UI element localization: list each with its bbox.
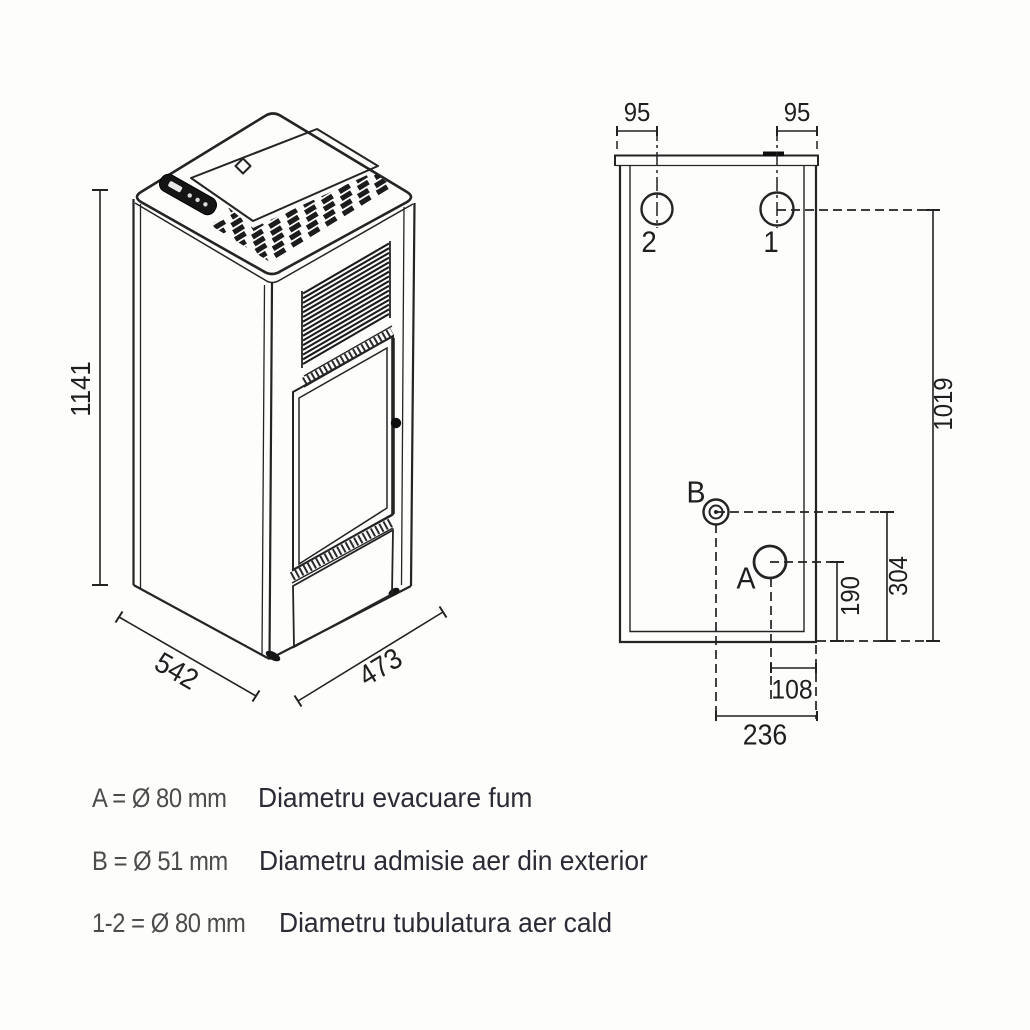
stove-right-edge	[409, 202, 416, 587]
stove-bottom-panel	[292, 528, 394, 649]
port-a-label: A	[736, 560, 756, 596]
iso-dimension-lines	[92, 189, 448, 708]
port-b-height-dimension-label: 304	[883, 556, 913, 596]
stove-front-seam	[261, 284, 266, 657]
stove-bottom-left-edge	[132, 584, 271, 660]
port-b-offset-dimension-label: 236	[742, 719, 788, 752]
port-2-label: 2	[641, 226, 657, 259]
port-a-height-dimension-label: 190	[835, 576, 865, 616]
legend-row-1-2: 1-2 = Ø 80 mm Diametru tubulatura aer ca…	[92, 907, 626, 939]
legend-symbol-b: B = Ø 51 mm	[92, 846, 228, 876]
rear-dimension-lines	[616, 126, 940, 721]
legend-description-1-2: Diametru tubulatura aer cald	[279, 907, 613, 938]
stove-top-bevel	[134, 202, 414, 284]
port-a-offset-dimension-label: 108	[771, 674, 813, 705]
iso-height-dimension-label: 1141	[65, 361, 96, 417]
stove-right-seam	[400, 206, 405, 586]
stove-front-corner-edge	[268, 282, 274, 660]
rear-offset-right-label: 95	[783, 97, 811, 127]
stove-top-hole	[234, 157, 252, 175]
legend-description-b: Diametru admisie aer din exterior	[259, 845, 649, 876]
stove-door	[292, 334, 402, 572]
side-air-grille	[301, 241, 391, 368]
top-louver-grille	[175, 80, 495, 276]
legend-row-a: A = Ø 80 mm Diametru evacuare fum	[92, 782, 544, 814]
port-1-label: 1	[763, 226, 779, 259]
port-b-label: B	[686, 474, 706, 510]
legend-symbol-1-2: 1-2 = Ø 80 mm	[92, 908, 246, 938]
stove-top-face	[135, 112, 413, 276]
iso-stove-drawing	[132, 80, 495, 662]
control-panel	[158, 173, 218, 216]
ports-height-dimension-label: 1019	[928, 377, 958, 431]
legend-symbol-a: A = Ø 80 mm	[92, 783, 227, 813]
legend-row-b: B = Ø 51 mm Diametru admisie aer din ext…	[92, 845, 664, 877]
legend-description-a: Diametru evacuare fum	[257, 782, 533, 813]
rear-offset-left-label: 95	[623, 97, 651, 127]
door-handle	[390, 417, 402, 429]
door-lower-vent-strip	[289, 514, 396, 584]
stove-front-foot	[265, 650, 281, 662]
